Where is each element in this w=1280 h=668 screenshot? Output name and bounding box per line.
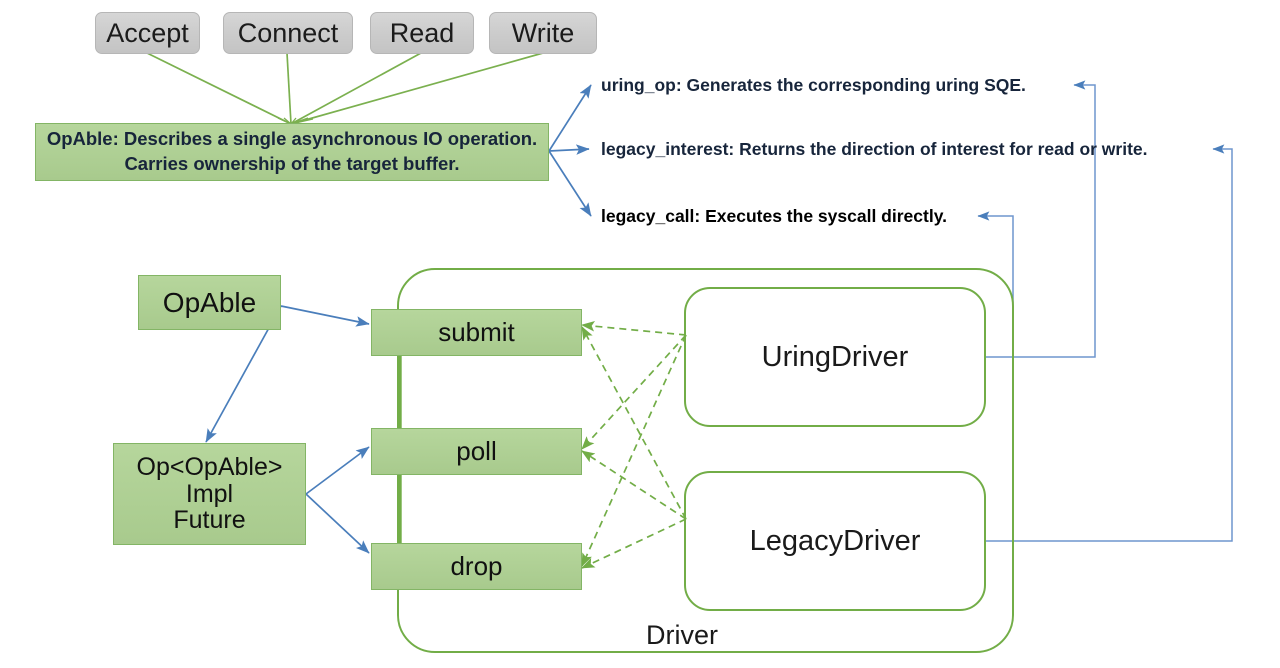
node-op-impl-future[interactable]: Op<OpAble> Impl Future <box>113 443 306 545</box>
op-box-accept[interactable]: Accept <box>95 12 200 54</box>
driver-method-drop[interactable]: drop <box>371 543 582 590</box>
driver-method-drop-label: drop <box>450 551 503 581</box>
trait-method-note-legacy-call-label: legacy_call: Executes the syscall direct… <box>601 206 947 226</box>
driver-method-poll-label: poll <box>456 436 497 466</box>
node-op-impl-future-line-1: Op<OpAble> <box>136 453 283 482</box>
trait-method-note-legacy-interest-label: legacy_interest: Returns the direction o… <box>601 139 1148 159</box>
opable-to-trait-method-arrows <box>548 84 592 217</box>
op-box-connect[interactable]: Connect <box>223 12 353 54</box>
trait-method-note-uring-op: uring_op: Generates the corresponding ur… <box>601 75 1026 95</box>
node-opable-label: OpAble <box>162 286 257 318</box>
node-op-impl-future-line-2: Impl <box>185 479 234 508</box>
op-box-write[interactable]: Write <box>489 12 597 54</box>
op-box-connect-label: Connect <box>237 17 339 48</box>
driver-impl-legacy[interactable]: LegacyDriver <box>684 471 986 611</box>
driver-method-submit-label: submit <box>438 317 515 347</box>
driver-impl-uring[interactable]: UringDriver <box>684 287 986 427</box>
node-opable[interactable]: OpAble <box>138 275 281 330</box>
opable-description-line-1: OpAble: Describes a single asynchronous … <box>46 128 538 150</box>
node-op-impl-future-line-3: Future <box>173 506 246 535</box>
opable-description-box[interactable]: OpAble: Describes a single asynchronous … <box>35 123 549 181</box>
future-to-method-arrows <box>305 446 370 554</box>
trait-method-note-uring-op-label: uring_op: Generates the corresponding ur… <box>601 75 1026 95</box>
trait-method-note-legacy-interest: legacy_interest: Returns the direction o… <box>601 139 1148 159</box>
driver-method-submit[interactable]: submit <box>371 309 582 356</box>
op-box-read[interactable]: Read <box>370 12 474 54</box>
op-box-write-label: Write <box>511 17 575 48</box>
op-box-accept-label: Accept <box>106 17 189 48</box>
op-to-opable-lines <box>146 52 544 125</box>
driver-container-label: Driver <box>646 620 718 651</box>
driver-container-label-text: Driver <box>646 620 718 650</box>
trait-method-note-legacy-call: legacy_call: Executes the syscall direct… <box>601 206 947 226</box>
driver-method-poll[interactable]: poll <box>371 428 582 475</box>
op-box-read-label: Read <box>389 17 455 48</box>
driver-impl-uring-label: UringDriver <box>761 340 909 373</box>
driver-impl-legacy-label: LegacyDriver <box>749 524 921 557</box>
opable-description-line-2: Carries ownership of the target buffer. <box>124 153 460 174</box>
